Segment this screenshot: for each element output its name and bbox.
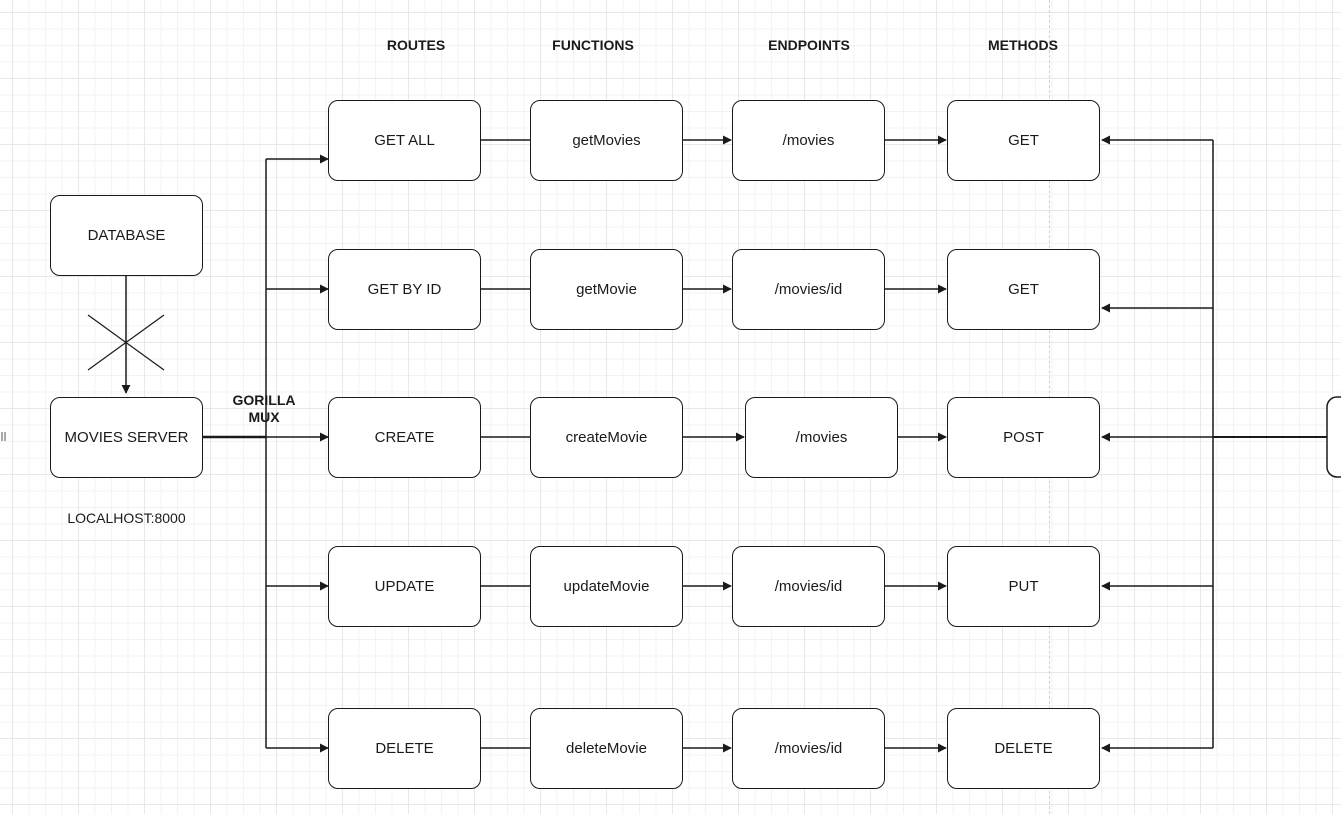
endpoint-movies[interactable]: /movies bbox=[732, 100, 885, 181]
route-get-by-id[interactable]: GET BY ID bbox=[328, 249, 481, 330]
method-put[interactable]: PUT bbox=[947, 546, 1100, 627]
database-node[interactable]: DATABASE bbox=[50, 195, 203, 276]
gorilla-mux-label-line1: GORILLA bbox=[232, 392, 296, 408]
offscreen-client-node[interactable] bbox=[1326, 396, 1341, 478]
method-get-by-id[interactable]: GET bbox=[947, 249, 1100, 330]
route-delete[interactable]: DELETE bbox=[328, 708, 481, 789]
function-get-movies[interactable]: getMovies bbox=[530, 100, 683, 181]
endpoint-movies-create[interactable]: /movies bbox=[745, 397, 898, 478]
header-methods: METHODS bbox=[988, 37, 1058, 53]
function-create-movie[interactable]: createMovie bbox=[530, 397, 683, 478]
function-delete-movie[interactable]: deleteMovie bbox=[530, 708, 683, 789]
movies-server-node[interactable]: MOVIES SERVER bbox=[50, 397, 203, 478]
server-address-label: LOCALHOST:8000 bbox=[67, 510, 186, 526]
route-get-all[interactable]: GET ALL bbox=[328, 100, 481, 181]
endpoint-movies-id-delete[interactable]: /movies/id bbox=[732, 708, 885, 789]
blocked-cross-line-b bbox=[87, 314, 165, 371]
function-update-movie[interactable]: updateMovie bbox=[530, 546, 683, 627]
gorilla-mux-label-line2: MUX bbox=[248, 409, 280, 425]
endpoint-movies-id-update[interactable]: /movies/id bbox=[732, 546, 885, 627]
header-endpoints: ENDPOINTS bbox=[768, 37, 850, 53]
header-functions: FUNCTIONS bbox=[552, 37, 634, 53]
endpoint-movies-id[interactable]: /movies/id bbox=[732, 249, 885, 330]
gorilla-mux-label: GORILLA MUX bbox=[224, 392, 304, 426]
function-get-movie[interactable]: getMovie bbox=[530, 249, 683, 330]
route-create[interactable]: CREATE bbox=[328, 397, 481, 478]
header-routes: ROUTES bbox=[386, 37, 446, 53]
route-update[interactable]: UPDATE bbox=[328, 546, 481, 627]
method-get[interactable]: GET bbox=[947, 100, 1100, 181]
method-post[interactable]: POST bbox=[947, 397, 1100, 478]
method-delete[interactable]: DELETE bbox=[947, 708, 1100, 789]
